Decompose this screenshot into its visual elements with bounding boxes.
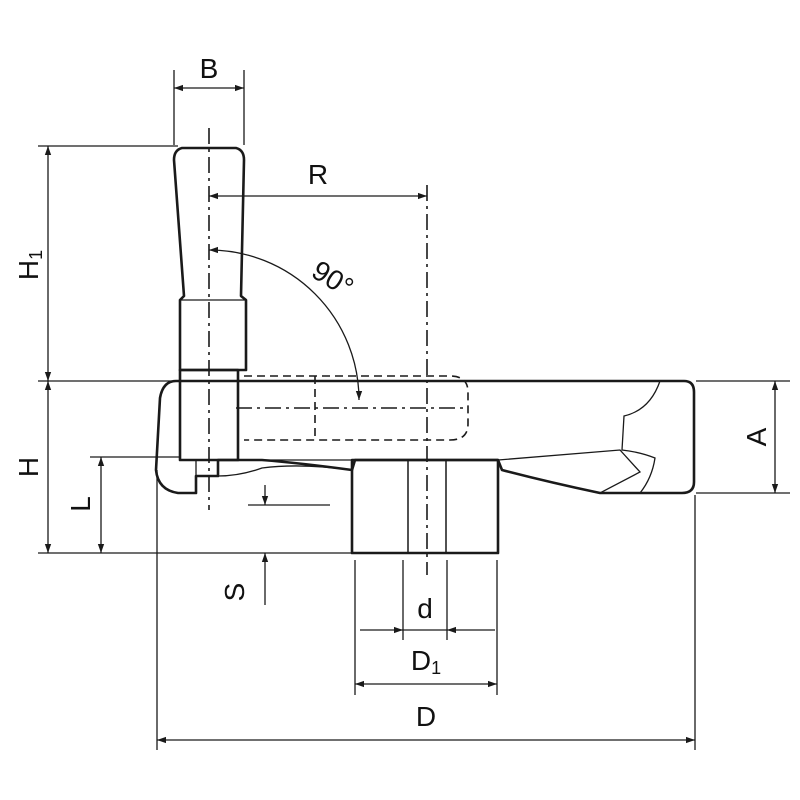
label-H1: H1 [13,250,46,280]
part-geometry [154,128,696,575]
label-D1-main: D [411,645,431,676]
hub-section-left [351,459,409,554]
dimension-lines [38,70,790,750]
label-A: A [741,427,772,446]
label-L: L [65,496,96,512]
spoke-section-left [217,459,353,477]
rim-section-left [155,380,197,494]
label-H1-main: H [13,260,44,280]
label-D1-sub: 1 [431,658,441,678]
hub-section-right [445,459,499,554]
label-angle: 90° [307,254,359,303]
label-B: B [200,53,219,84]
label-R: R [308,159,328,190]
rim-section-right [621,380,695,494]
handle-slot [244,375,469,441]
wheel-hub [350,458,500,555]
label-H1-sub: 1 [26,250,46,260]
spoke-section-right [497,449,642,494]
dim-angle-arc [208,246,363,401]
label-D: D [416,701,436,732]
label-H: H [13,457,44,477]
handle-grip [172,146,248,372]
label-S: S [219,583,250,602]
label-d: d [417,593,433,624]
label-D1: D1 [411,645,441,678]
